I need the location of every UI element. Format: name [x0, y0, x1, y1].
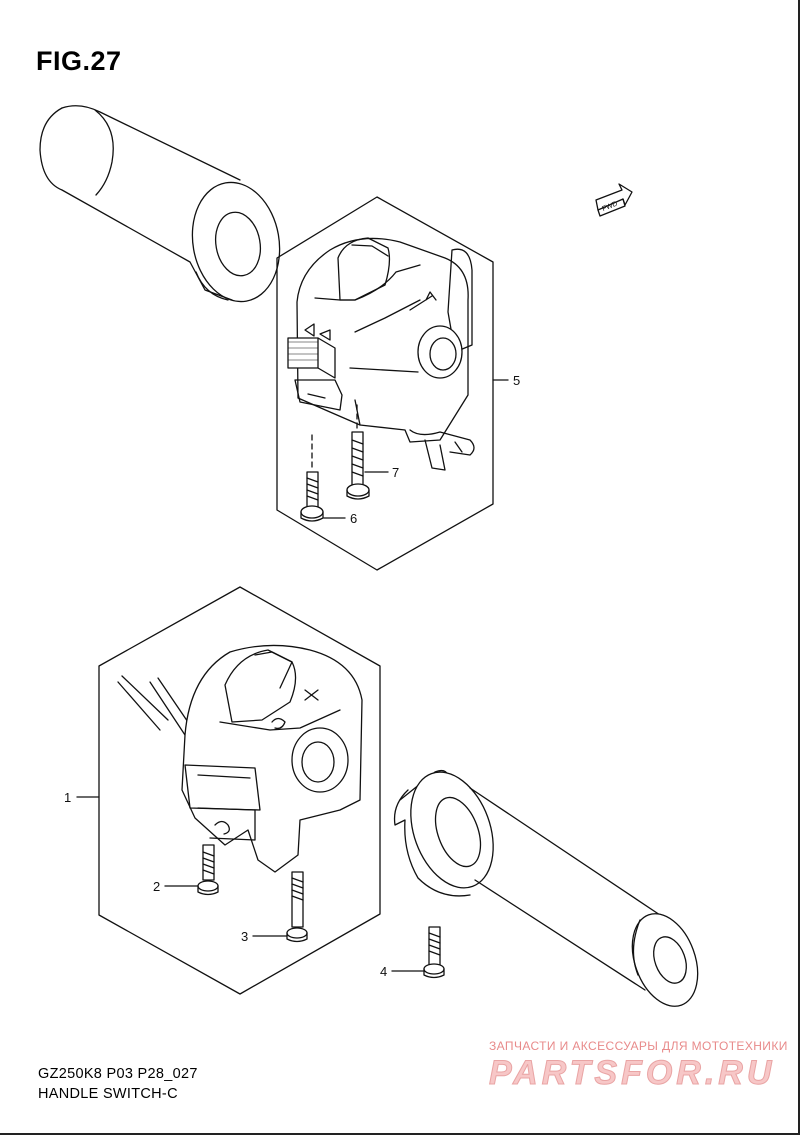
screw-3[interactable] — [286, 871, 308, 943]
screw-6[interactable] — [300, 434, 324, 522]
callout-4: 4 — [380, 964, 387, 979]
callout-1: 1 — [64, 790, 71, 805]
screw-2[interactable] — [197, 844, 219, 896]
watermark-logo: PARTSFOR.RU — [488, 1054, 776, 1093]
fwd-direction-icon: FWD — [595, 183, 633, 217]
screw-4[interactable] — [423, 926, 445, 979]
left-grip[interactable] — [39, 105, 289, 309]
callout-3: 3 — [241, 929, 248, 944]
callout-7: 7 — [392, 465, 399, 480]
figure-code: GZ250K8 P03 P28_027 — [38, 1066, 198, 1082]
left-switch-assembly[interactable] — [117, 644, 363, 873]
part-group-outline-lower — [98, 586, 381, 995]
callout-5: 5 — [513, 373, 520, 388]
watermark-tagline: ЗАПЧАСТИ И АКСЕССУАРЫ ДЛЯ МОТОТЕХНИКИ — [489, 1039, 788, 1053]
callout-6: 6 — [350, 511, 357, 526]
part-group-outline-upper — [276, 196, 494, 571]
figure-title: FIG.27 — [36, 46, 122, 76]
right-switch-assembly[interactable] — [287, 237, 475, 471]
screw-7[interactable] — [346, 404, 370, 500]
figure-name: HANDLE SWITCH-C — [38, 1086, 178, 1102]
right-grip[interactable] — [393, 761, 710, 1016]
callout-2: 2 — [153, 879, 160, 894]
